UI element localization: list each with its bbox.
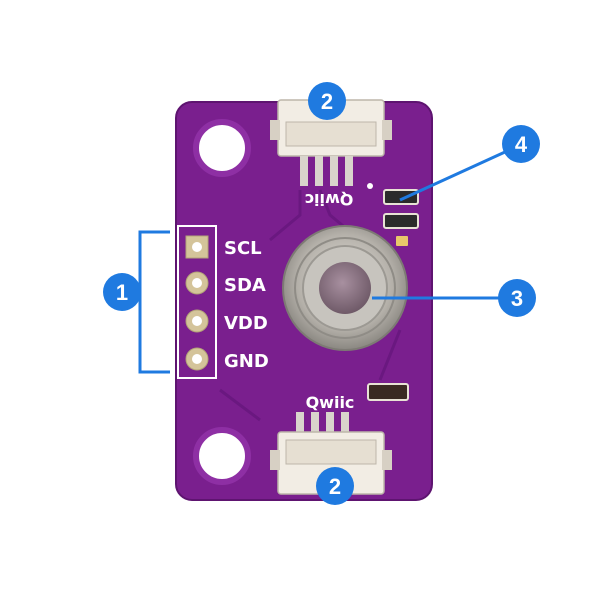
pin-label-vdd: VDD bbox=[224, 313, 268, 334]
ir-thermometer-sensor bbox=[282, 225, 408, 351]
callout-4-leader bbox=[399, 150, 506, 202]
mounting-hole-bottom bbox=[193, 427, 251, 485]
top-qwiic-connector bbox=[270, 99, 392, 189]
callout-3-badge: 3 bbox=[498, 279, 536, 317]
callout-2-top-label: 2 bbox=[321, 89, 333, 114]
bottom-qwiic-connector bbox=[270, 412, 392, 495]
pin-label-sda: SDA bbox=[224, 275, 266, 296]
callout-1-bracket bbox=[136, 230, 170, 374]
callout-2-bottom-badge: 2 bbox=[316, 467, 354, 505]
top-qwiic-label: Qwiic bbox=[305, 190, 354, 209]
mounting-hole-top bbox=[193, 119, 251, 177]
callout-3-label: 3 bbox=[511, 286, 523, 311]
callout-4-label: 4 bbox=[515, 132, 528, 157]
pin-label-scl: SCL bbox=[224, 238, 262, 259]
bottom-qwiic-label: Qwiic bbox=[306, 393, 355, 412]
sensor-capacitor bbox=[396, 236, 408, 246]
pin-label-gnd: GND bbox=[224, 351, 269, 372]
pin-header bbox=[177, 225, 217, 379]
callout-2-bottom-label: 2 bbox=[329, 474, 341, 499]
callout-1-badge: 1 bbox=[103, 273, 141, 311]
bottom-resistor bbox=[367, 383, 409, 401]
resistors bbox=[383, 189, 419, 229]
callout-1-label: 1 bbox=[116, 280, 128, 305]
callout-4-badge: 4 bbox=[502, 125, 540, 163]
callout-2-top-badge: 2 bbox=[308, 82, 346, 120]
